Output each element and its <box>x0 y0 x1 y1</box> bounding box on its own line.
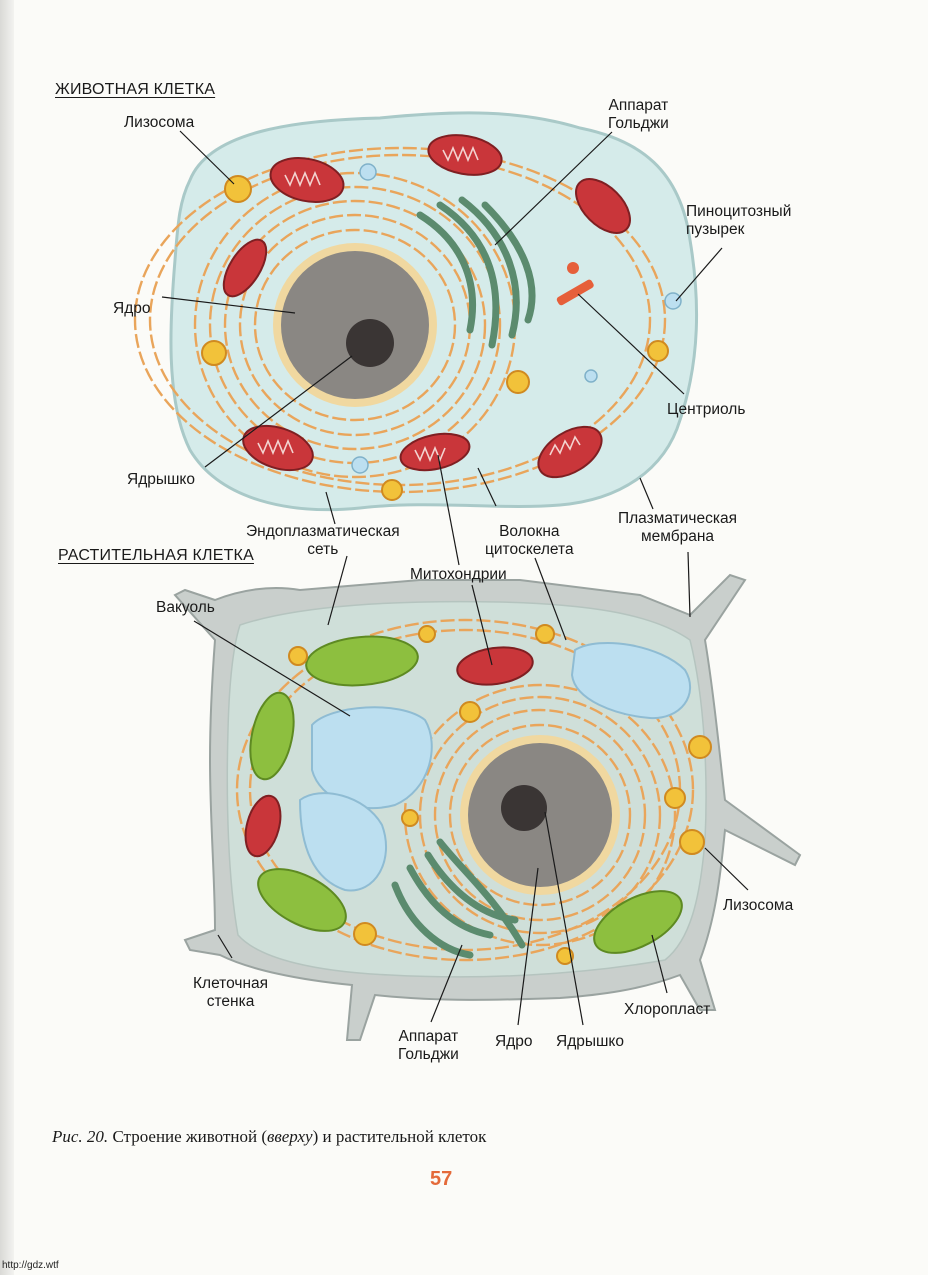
animal-lysosomes <box>201 175 669 501</box>
label-vacuole: Вакуоль <box>156 599 215 616</box>
label-plant-golgi-line-1: Аппарат <box>398 1028 459 1045</box>
plant-nucleolus <box>501 785 547 831</box>
caption-prefix: Рис. 20. <box>52 1127 109 1146</box>
figure-caption: Рис. 20. Строение животной (вверху) и ра… <box>52 1127 486 1147</box>
plant-golgi <box>391 838 526 959</box>
animal-cell <box>133 111 699 512</box>
plant-cell-title: РАСТИТЕЛЬНАЯ КЛЕТКА <box>58 547 254 564</box>
animal-centriole <box>556 262 594 306</box>
plant-cell <box>173 573 802 1041</box>
label-er-line-1: Эндоплазматическая <box>246 523 400 540</box>
label-plasma-membrane: Плазматическая мембрана <box>618 510 737 546</box>
label-plant-nucleolus: Ядрышко <box>556 1033 625 1050</box>
plant-lysosomes <box>288 624 712 965</box>
label-pinocytic-line-1: Пиноцитозный <box>686 203 792 220</box>
label-chloroplast: Хлоропласт <box>624 1001 711 1018</box>
label-plant-golgi-line-2: Гольджи <box>398 1046 459 1063</box>
label-membrane-line-1: Плазматическая <box>618 510 738 527</box>
label-golgi-line-1: Аппарат <box>608 97 669 114</box>
label-golgi: Аппарат Гольджи <box>608 97 669 133</box>
caption-emphasis: вверху <box>267 1127 313 1146</box>
label-centriole: Центриоль <box>667 401 746 418</box>
animal-nucleolus <box>346 319 394 367</box>
label-cell-wall: Клеточная стенка <box>193 975 268 1011</box>
animal-vesicles <box>351 163 682 474</box>
label-plant-lysosome: Лизосома <box>723 897 794 914</box>
label-mitochondria: Митохондрии <box>410 566 507 583</box>
label-cell-wall-line-1: Клеточная <box>193 975 269 992</box>
label-membrane-line-2: мембрана <box>640 528 715 545</box>
label-cell-wall-line-2: стенка <box>206 993 255 1010</box>
animal-cell-title: ЖИВОТНАЯ КЛЕТКА <box>55 81 216 98</box>
label-golgi-line-2: Гольджи <box>608 115 669 132</box>
plant-mitochondria <box>244 646 534 858</box>
label-pinocytic-vesicle: Пиноцитозный пузырек <box>686 203 791 239</box>
label-cytoskeleton-line-1: Волокна <box>499 523 560 540</box>
label-plant-golgi: Аппарат Гольджи <box>398 1028 459 1064</box>
animal-mitochondria <box>222 134 631 479</box>
plant-vacuoles <box>298 641 691 892</box>
label-nucleus: Ядро <box>113 300 151 317</box>
label-nucleolus: Ядрышко <box>127 471 196 488</box>
label-plant-nucleus: Ядро <box>495 1033 533 1050</box>
page-number: 57 <box>430 1168 453 1190</box>
watermark: http://gdz.wtf <box>2 1260 59 1271</box>
caption-text-b: ) и растительной клеток <box>312 1127 487 1146</box>
page-edge <box>0 0 14 1275</box>
label-er: Эндоплазматическая сеть <box>246 523 400 559</box>
label-er-line-2: сеть <box>307 541 339 558</box>
label-cytoskeleton: Волокна цитоскелета <box>485 523 574 559</box>
animal-mito-cristae <box>257 145 581 463</box>
animal-golgi <box>416 196 536 349</box>
label-pinocytic-line-2: пузырек <box>686 221 745 238</box>
plant-chloroplasts <box>249 635 683 954</box>
label-cytoskeleton-line-2: цитоскелета <box>485 541 574 558</box>
label-lysosome: Лизосома <box>124 114 195 131</box>
caption-text-a: Строение животной ( <box>108 1127 267 1146</box>
leader-lines <box>161 130 749 1026</box>
